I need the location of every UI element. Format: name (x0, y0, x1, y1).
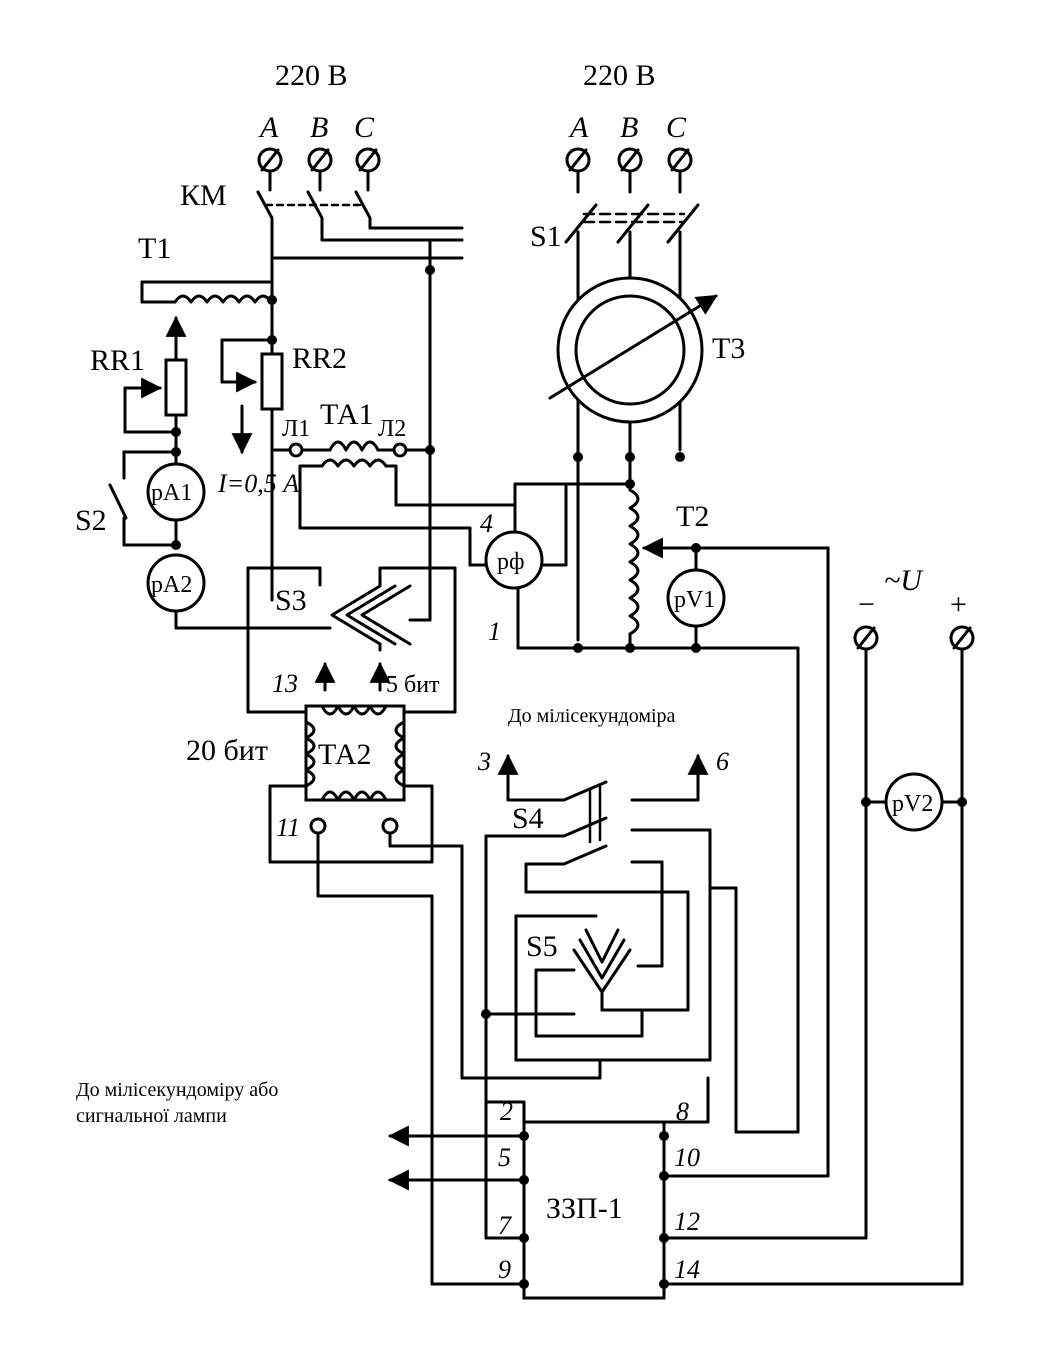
switch-s4-label: S4 (512, 802, 544, 835)
wire-number-1: 1 (488, 617, 501, 646)
relay-zzp1-label: ЗЗП-1 (546, 1192, 623, 1225)
selector-s3-label: S3 (275, 584, 307, 617)
left-phase-a-label: A (258, 111, 279, 144)
tap-13-label: 13 (272, 669, 298, 698)
t2-output-bus (516, 582, 800, 1134)
rheostat-rr2-label: RR2 (292, 342, 347, 375)
wire-number-6: 6 (716, 747, 729, 776)
autotransformer-t1 (140, 280, 277, 347)
right-supply-terminals (565, 147, 693, 194)
wire-number-3: 3 (477, 747, 491, 776)
left-supply-terminals (257, 147, 381, 192)
dc-source-label: ~U (884, 564, 924, 597)
switch-s2 (108, 450, 178, 547)
relay-pin-7: 7 (498, 1211, 512, 1240)
relay-zzp1 (387, 1076, 710, 1300)
left-phase-c-label: C (354, 111, 375, 144)
relay-pin-8: 8 (676, 1097, 689, 1126)
voltmeter-pv2-label: pV2 (892, 791, 933, 817)
left-phase-b-label: B (310, 111, 328, 144)
rheostat-rr1 (123, 343, 188, 457)
tap-5-label: 5 бит (386, 672, 440, 698)
ammeter-pa2 (146, 553, 332, 630)
voltmeter-pv1-label: pV1 (674, 587, 715, 613)
current-transformer-ta1-label: ТА1 (320, 398, 374, 431)
left-supply-voltage: 220 В (275, 59, 348, 92)
ammeter-pa1 (146, 450, 206, 550)
regulator-t3-label: Т3 (712, 332, 745, 365)
phase-meter (484, 482, 632, 590)
switch-s5 (481, 914, 712, 1080)
right-phase-b-label: B (620, 111, 638, 144)
current-transformer-ta2 (268, 704, 602, 1286)
ammeter-pa1-label: pA1 (151, 480, 192, 506)
note-to-ms-meter: До мілісекундоміра (508, 705, 676, 727)
rheostat-rr2 (220, 335, 284, 455)
selector-s3 (246, 566, 457, 714)
relay-pin-10: 10 (674, 1143, 700, 1172)
dc-source-terminals (662, 625, 975, 1286)
wire-number-4: 4 (480, 509, 493, 538)
autotransformer-t1-label: Т1 (138, 232, 171, 265)
current-setting-label: I=0,5 А (217, 469, 299, 498)
ammeter-pa2-label: pA2 (151, 572, 192, 598)
relay-pin-14: 14 (674, 1255, 700, 1284)
contactor-km-label: КМ (180, 179, 227, 212)
transformer-t2-label: Т2 (676, 500, 709, 533)
current-transformer-ta2-label: ТА2 (318, 738, 372, 771)
tap-20-label: 20 бит (186, 734, 268, 767)
current-transformer-ta1 (270, 407, 517, 567)
transformer-t2 (625, 455, 830, 1178)
voltmeter-pv1 (666, 568, 726, 650)
phase-meter-label: рф (497, 549, 525, 575)
voltmeter-pv2 (884, 772, 944, 832)
switch-s1-label: S1 (530, 220, 562, 253)
relay-pin-12: 12 (674, 1207, 700, 1236)
ta1-terminal-l1-label: Л1 (282, 416, 310, 442)
regulator-t3 (548, 276, 718, 462)
rheostat-rr1-label: RR1 (90, 344, 145, 377)
note-to-ms-meter-or-lamp-line2: сигнальної лампи (76, 1105, 227, 1127)
contactor-km (256, 190, 464, 622)
relay-pin-2: 2 (500, 1097, 513, 1126)
right-supply-voltage: 220 В (583, 59, 656, 92)
switch-s2-label: S2 (75, 504, 107, 537)
right-phase-c-label: C (666, 111, 687, 144)
ta1-terminal-l2-label: Л2 (378, 416, 406, 442)
relay-pin-9: 9 (498, 1255, 511, 1284)
dc-minus-label: − (858, 588, 875, 621)
note-to-ms-meter-or-lamp-line1: До мілісекундоміру або (76, 1079, 278, 1101)
relay-pin-5: 5 (498, 1143, 511, 1172)
dc-plus-label: + (950, 588, 967, 621)
ta2-terminal-11-label: 11 (276, 813, 300, 842)
right-phase-a-label: A (568, 111, 589, 144)
switch-s5-label: S5 (526, 930, 558, 963)
switch-s4 (484, 753, 712, 1240)
